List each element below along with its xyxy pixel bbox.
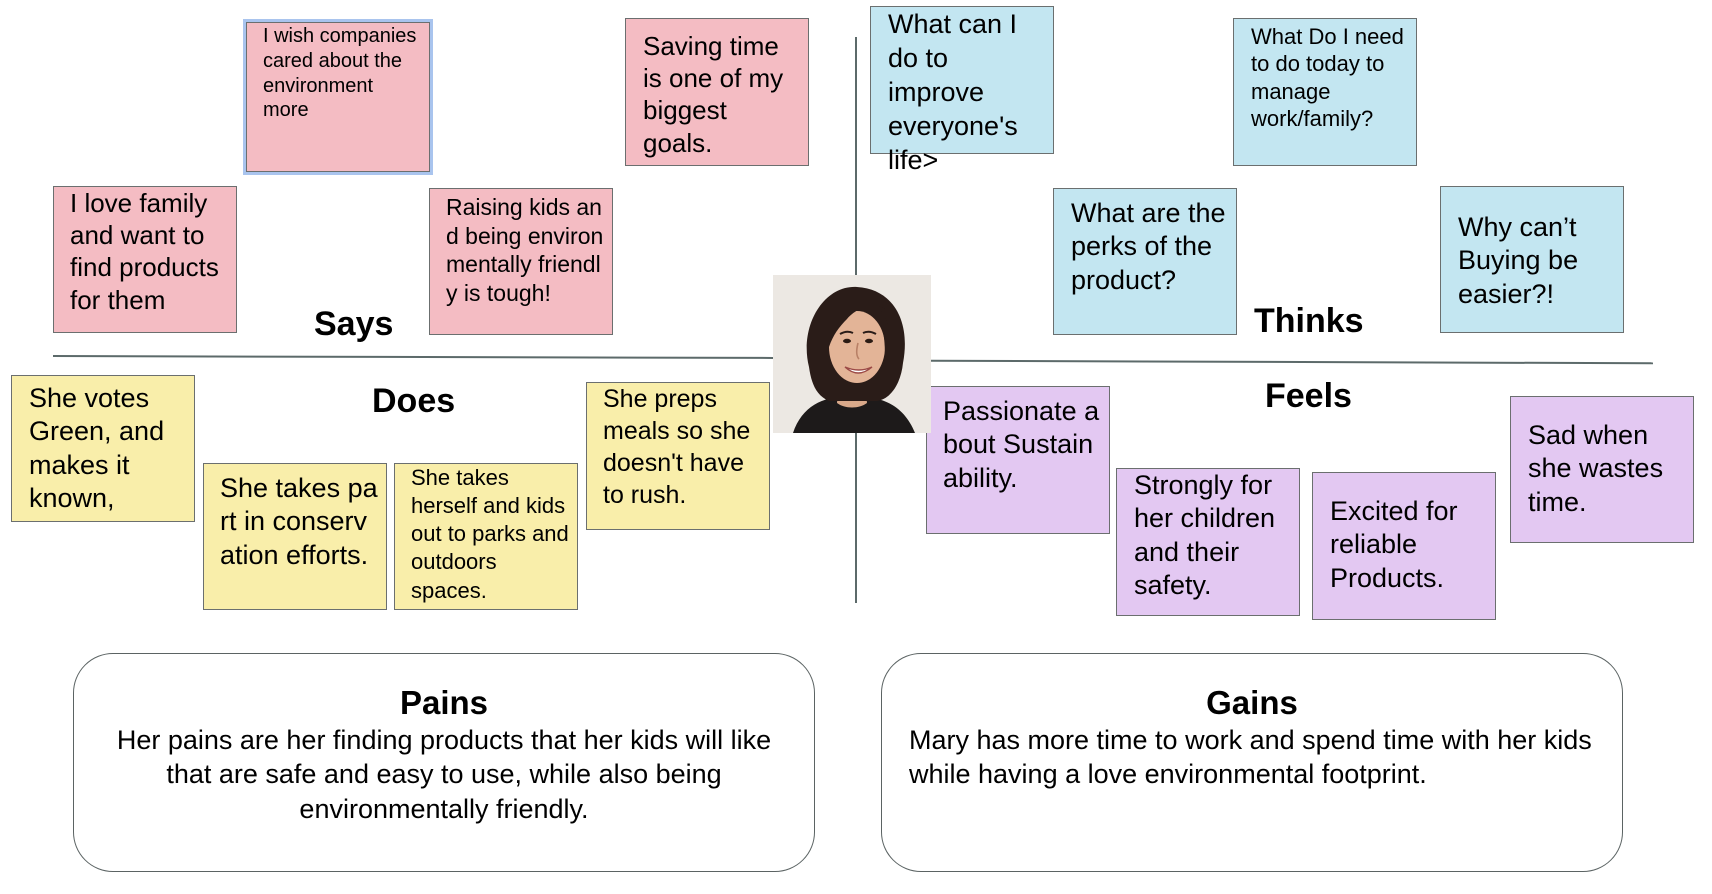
gains-text: Mary has more time to work and spend tim…: [909, 725, 1592, 790]
horizontal-divider-left: [52, 355, 774, 359]
says-note-environment[interactable]: I wish companies cared about the environ…: [243, 19, 433, 175]
persona-avatar-image: [773, 275, 931, 433]
does-note-conservation[interactable]: She takes part in conservation efforts.: [203, 463, 387, 610]
does-note-preps-meals[interactable]: She preps meals so she doesn't have to r…: [586, 382, 770, 530]
vertical-divider-bottom: [855, 433, 857, 603]
does-note-parks[interactable]: She takes herself and kids out to parks …: [394, 463, 578, 610]
says-note-love-family[interactable]: I love family and want to find products …: [53, 186, 237, 333]
note-text: Why can’t Buying be easier?!: [1458, 212, 1579, 309]
feels-note-wastes-time[interactable]: Sad when she wastes time.: [1510, 396, 1694, 543]
note-text: Strongly for her children and their safe…: [1134, 470, 1276, 601]
note-text: She takes herself and kids out to parks …: [411, 465, 569, 603]
note-text: Raising kids and being environmentally f…: [446, 194, 604, 306]
note-text: I wish companies cared about the environ…: [263, 25, 417, 122]
does-note-votes-green[interactable]: She votes Green, and makes it known,: [11, 375, 195, 522]
gains-box: Gains Mary has more time to work and spe…: [881, 653, 1623, 872]
note-text: What Do I need to do today to manage wor…: [1251, 24, 1404, 131]
note-text: I love family and want to find products …: [70, 188, 219, 315]
says-note-raising-kids[interactable]: Raising kids and being environmentally f…: [429, 188, 613, 335]
pains-box: Pains Her pains are her finding products…: [73, 653, 815, 872]
horizontal-divider-right: [930, 359, 1654, 365]
note-text: Saving time is one of my biggest goals.: [643, 31, 784, 158]
gains-title: Gains: [1206, 684, 1298, 721]
pains-text: Her pains are her finding products that …: [116, 725, 772, 824]
says-note-saving-time[interactable]: Saving time is one of my biggest goals.: [625, 18, 809, 166]
thinks-label: Thinks: [1254, 302, 1364, 340]
thinks-note-product-perks[interactable]: What are the perks of the product?: [1053, 188, 1237, 335]
feels-note-sustainability[interactable]: Passionate about Sustainability.: [926, 386, 1110, 534]
note-text: She takes part in conservation efforts.: [220, 473, 378, 570]
note-text: What can I do to improve everyone's life…: [888, 9, 1018, 176]
feels-label: Feels: [1265, 377, 1352, 415]
note-text: She votes Green, and makes it known,: [29, 383, 165, 514]
vertical-divider-top: [855, 37, 857, 275]
thinks-note-improve-life[interactable]: What can I do to improve everyone's life…: [870, 6, 1054, 175]
note-text: What are the perks of the product?: [1071, 198, 1226, 295]
note-text: Passionate about Sustainability.: [943, 396, 1100, 493]
feels-note-reliable-products[interactable]: Excited for reliable Products.: [1312, 472, 1496, 620]
thinks-note-buying-easier[interactable]: Why can’t Buying be easier?!: [1440, 186, 1624, 333]
note-text: She preps meals so she doesn't have to r…: [603, 385, 751, 509]
note-text: Excited for reliable Products.: [1330, 496, 1458, 593]
pains-title: Pains: [399, 684, 489, 721]
says-label: Says: [314, 305, 394, 343]
note-text: Sad when she wastes time.: [1528, 420, 1664, 517]
thinks-note-manage-work-family[interactable]: What Do I need to do today to manage wor…: [1233, 18, 1417, 166]
does-label: Does: [372, 382, 456, 420]
persona-photo: [773, 275, 931, 433]
feels-note-children-safety[interactable]: Strongly for her children and their safe…: [1116, 468, 1300, 616]
